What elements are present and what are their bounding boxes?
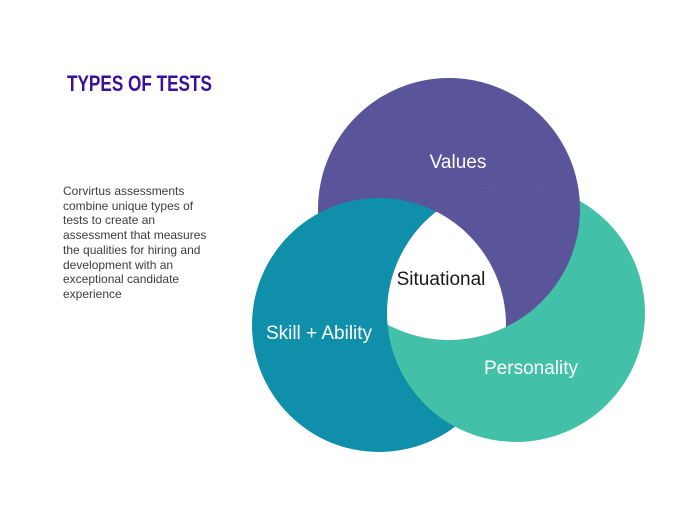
- values-label: Values: [429, 152, 487, 173]
- personality-label: Personality: [484, 358, 578, 379]
- page-title: TYPES OF TESTS: [67, 71, 212, 96]
- description-line: experience: [63, 286, 122, 301]
- description-line: Corvirtus assessments: [63, 184, 185, 198]
- description-text: Corvirtus assessments combine unique typ…: [63, 184, 223, 302]
- situational-label: Situational: [396, 269, 486, 290]
- center-intersection-region: [387, 198, 506, 340]
- values-over-personality-overlap: [387, 184, 580, 340]
- description-line: tests to create an: [63, 213, 156, 228]
- description-line: assessment that measures: [63, 228, 207, 243]
- description-line: combine unique types of: [63, 198, 194, 213]
- description-line: development with an: [63, 257, 174, 272]
- description-line: exceptional candidate: [63, 272, 180, 287]
- description-line: the qualities for hiring and: [63, 242, 201, 257]
- skill-ability-label: Skill + Ability: [265, 323, 373, 344]
